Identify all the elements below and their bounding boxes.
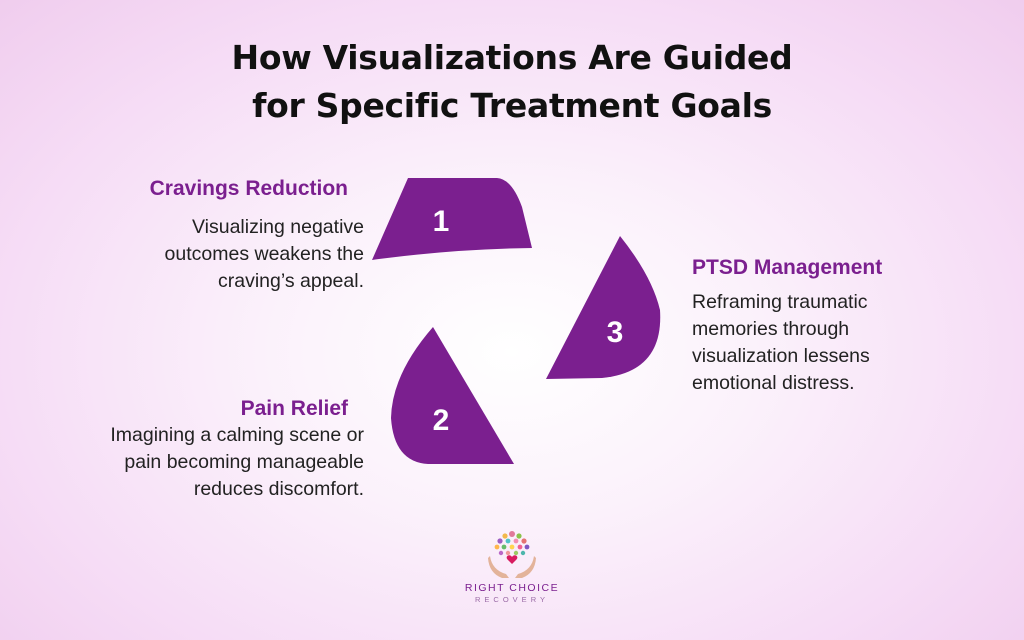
logo-subtitle: RECOVERY: [475, 595, 549, 604]
logo-name: RIGHT CHOICE: [464, 582, 560, 594]
step-3-description: Reframing traumatic memories through vis…: [692, 289, 952, 397]
step-1-shape: 1: [372, 178, 532, 260]
page-title: How Visualizations Are Guided for Specif…: [0, 34, 1024, 130]
step-1-description-line: outcomes weakens the: [164, 243, 364, 265]
step-2-description-line: pain becoming manageable: [124, 451, 364, 473]
step-3-description-line: memories through: [692, 318, 850, 340]
step-1-description-line: craving’s appeal.: [218, 270, 364, 292]
step-1-number: 1: [433, 205, 450, 238]
step-2-shape: 2: [391, 327, 514, 464]
step-3-number: 3: [607, 316, 624, 349]
brand-logo: RIGHT CHOICE RECOVERY: [440, 528, 584, 612]
step-3-description-line: visualization lessens: [692, 345, 870, 367]
step-3-title: PTSD Management: [692, 256, 883, 279]
step-2-number: 2: [433, 404, 450, 437]
page-title-line-2: for Specific Treatment Goals: [252, 86, 772, 125]
step-2-description-line: Imagining a calming scene or: [110, 424, 364, 446]
step-2-description: Imagining a calming scene or pain becomi…: [64, 422, 364, 503]
step-2-title: Pain Relief: [240, 397, 348, 420]
step-2-description-line: reduces discomfort.: [193, 478, 364, 500]
tree-hands-heart-icon: [488, 531, 536, 578]
step-3-shape: 3: [546, 236, 661, 379]
step-1-description-line: Visualizing negative: [191, 216, 364, 238]
step-3-description-line: Reframing traumatic: [692, 291, 868, 313]
step-1-description: Visualizing negative outcomes weakens th…: [104, 214, 364, 295]
step-3-description-line: emotional distress.: [692, 372, 855, 394]
page-title-line-1: How Visualizations Are Guided: [231, 38, 793, 77]
step-1-title: Cravings Reduction: [149, 177, 348, 200]
